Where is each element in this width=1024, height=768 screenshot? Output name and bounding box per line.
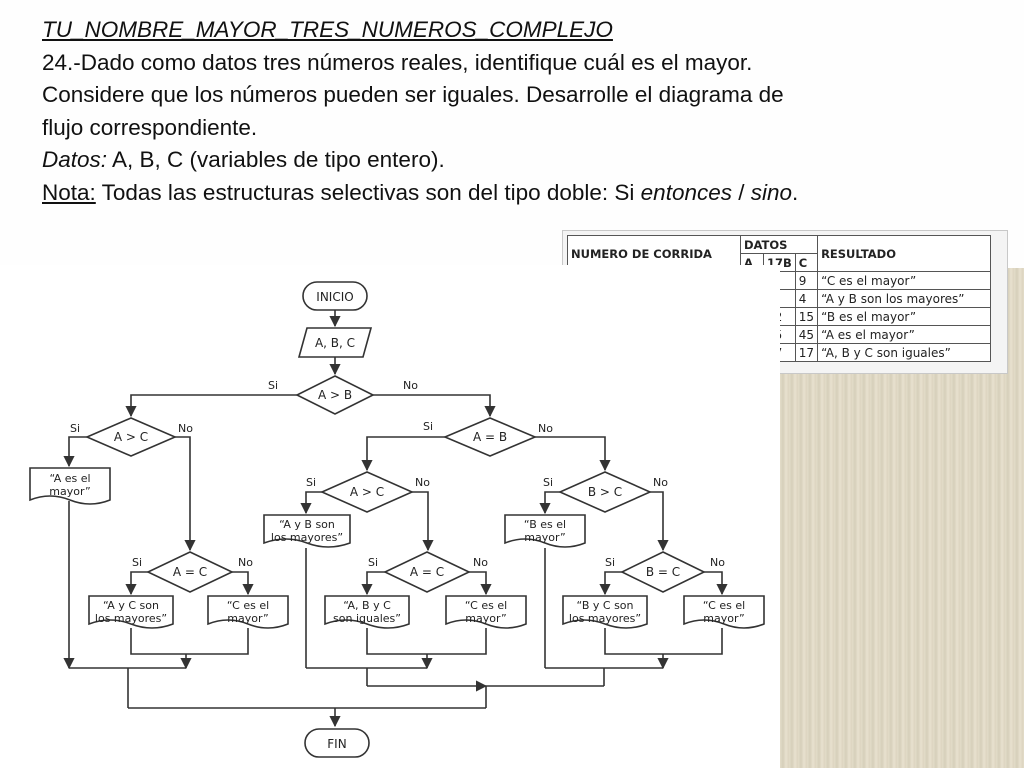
decision-a-eq-c-middle bbox=[383, 551, 471, 593]
output-b-mayor bbox=[504, 514, 586, 548]
flow-connectors bbox=[63, 310, 728, 728]
yes-label: Si bbox=[132, 556, 142, 569]
nota-label: Nota: bbox=[42, 179, 96, 205]
yes-label: Si bbox=[268, 379, 278, 392]
output-text: mayor” bbox=[227, 612, 268, 625]
cell-result: “A y B son los mayores” bbox=[817, 289, 992, 308]
yes-label: Si bbox=[70, 422, 80, 435]
yes-label: Si bbox=[605, 556, 615, 569]
output-a-mayor bbox=[29, 467, 111, 505]
output-abc-iguales bbox=[324, 595, 410, 629]
output-text: “C es el bbox=[703, 599, 745, 612]
yes-label: Si bbox=[306, 476, 316, 489]
cell-result: “A, B y C son iguales” bbox=[817, 343, 992, 362]
output-text: “A y B son bbox=[279, 518, 335, 531]
cell-result: “C es el mayor” bbox=[817, 271, 992, 290]
output-text: “A es el bbox=[49, 472, 90, 485]
output-text: “A, B y C bbox=[343, 599, 391, 612]
decision-label: A > C bbox=[350, 485, 384, 499]
decision-label: B > C bbox=[588, 485, 622, 499]
no-label: No bbox=[653, 476, 668, 489]
end-terminator bbox=[304, 728, 370, 758]
output-ab-mayores bbox=[263, 514, 351, 548]
no-label: No bbox=[415, 476, 430, 489]
nota-sino: sino bbox=[750, 179, 793, 205]
nota-entonces: entonces bbox=[640, 179, 732, 205]
nota-sep: / bbox=[732, 179, 751, 205]
output-bc-mayores bbox=[562, 595, 648, 629]
statement-line-1: 24.-Dado como datos tres números reales,… bbox=[42, 49, 753, 75]
decision-a-gt-c-middle bbox=[320, 471, 414, 513]
flowchart: INICIO FIN A, B, C A > B A > C A = B A =… bbox=[0, 265, 780, 768]
decision-label: A > C bbox=[114, 430, 148, 444]
end-label: FIN bbox=[327, 737, 346, 751]
cell-c: 45 bbox=[794, 325, 819, 344]
yes-label: Si bbox=[543, 476, 553, 489]
no-label: No bbox=[403, 379, 418, 392]
nota-text: Todas las estructuras selectivas son del… bbox=[95, 179, 641, 205]
header-datos: DATOS bbox=[739, 235, 819, 254]
no-label: No bbox=[473, 556, 488, 569]
no-label: No bbox=[238, 556, 253, 569]
decision-label: A = C bbox=[410, 565, 444, 579]
decision-label: A = B bbox=[473, 430, 507, 444]
output-text: mayor” bbox=[49, 485, 90, 498]
yes-label: Si bbox=[368, 556, 378, 569]
statement-line-3: flujo correspondiente. bbox=[42, 114, 258, 140]
datos-text: A, B, C (variables de tipo entero). bbox=[107, 147, 445, 172]
cell-c: 4 bbox=[794, 289, 819, 308]
datos-label: Datos: bbox=[42, 147, 108, 172]
nota-end: . bbox=[792, 179, 799, 205]
decision-a-gt-b bbox=[295, 375, 375, 415]
nota-line: Nota: Todas las estructuras selectivas s… bbox=[42, 177, 982, 210]
decision-label: B = C bbox=[646, 565, 680, 579]
output-text: “C es el bbox=[227, 599, 269, 612]
decision-a-gt-c-left bbox=[84, 417, 178, 457]
decision-a-eq-b bbox=[442, 417, 538, 457]
output-text: mayor” bbox=[524, 531, 565, 544]
slide-title: TU_NOMBRE_MAYOR_TRES_NUMEROS_COMPLEJO bbox=[42, 17, 613, 42]
cell-result: “A es el mayor” bbox=[817, 325, 992, 344]
header-c: C bbox=[794, 253, 819, 272]
datos-line: Datos: A, B, C (variables de tipo entero… bbox=[42, 144, 982, 177]
output-text: los mayores” bbox=[95, 612, 167, 625]
statement-line-2: Considere que los números pueden ser igu… bbox=[42, 82, 784, 107]
output-text: son iguales” bbox=[333, 612, 401, 625]
decision-a-eq-c-left bbox=[146, 551, 234, 593]
no-label: No bbox=[538, 422, 553, 435]
output-text: “A y C son bbox=[103, 599, 159, 612]
yes-label: Si bbox=[423, 420, 433, 433]
output-text: mayor” bbox=[465, 612, 506, 625]
no-label: No bbox=[178, 422, 193, 435]
output-text: mayor” bbox=[703, 612, 744, 625]
decision-b-gt-c bbox=[558, 471, 652, 513]
output-c-mayor-right bbox=[683, 595, 765, 629]
output-c-mayor-left bbox=[207, 595, 289, 629]
input-label: A, B, C bbox=[315, 336, 355, 350]
cell-result: “B es el mayor” bbox=[817, 307, 992, 326]
start-terminator bbox=[302, 281, 368, 311]
problem-statement: TU_NOMBRE_MAYOR_TRES_NUMEROS_COMPLEJO 24… bbox=[42, 14, 982, 209]
output-ac-mayores bbox=[88, 595, 174, 629]
decision-label: A > B bbox=[318, 388, 352, 402]
decision-label: A = C bbox=[173, 565, 207, 579]
output-text: “B y C son bbox=[576, 599, 633, 612]
output-text: los mayores” bbox=[271, 531, 343, 544]
cell-c: 15 bbox=[794, 307, 819, 326]
output-text: “B es el bbox=[524, 518, 566, 531]
no-label: No bbox=[710, 556, 725, 569]
start-label: INICIO bbox=[316, 290, 353, 304]
slide-header-area bbox=[0, 0, 1024, 268]
output-text: los mayores” bbox=[569, 612, 641, 625]
cell-c: 17 bbox=[794, 343, 819, 362]
output-c-mayor-middle bbox=[445, 595, 527, 629]
input-parallelogram bbox=[297, 327, 373, 358]
cell-c: 9 bbox=[794, 271, 819, 290]
header-result: RESULTADO bbox=[817, 235, 992, 272]
output-text: “C es el bbox=[465, 599, 507, 612]
decision-b-eq-c bbox=[620, 551, 706, 593]
